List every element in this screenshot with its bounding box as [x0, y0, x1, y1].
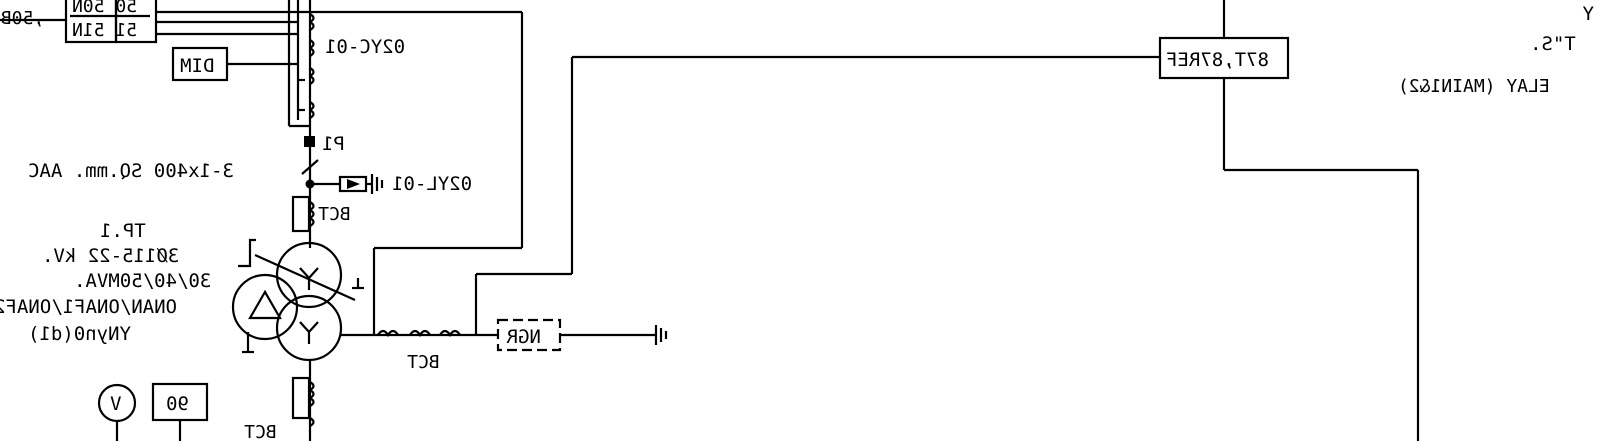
bct-box — [291, 376, 311, 420]
ct-coil — [309, 13, 315, 31]
cooling-label: ONAN/ONAF1/ONAF2 — [0, 296, 177, 318]
transformer-winding-lv — [275, 294, 343, 362]
bct-coil — [309, 381, 315, 427]
voltage-label: 3Ø115-22 kV. — [42, 245, 179, 267]
ozyl-label: 02YL-01 — [392, 173, 472, 195]
delta-symbol — [248, 289, 282, 320]
ct-coil — [309, 101, 315, 119]
arrester-triangle — [347, 179, 360, 189]
ref-relay-label: 87T,87REF — [1166, 49, 1269, 71]
box-90-label: 90 — [166, 393, 189, 415]
ngr-label: NGR — [506, 326, 541, 348]
switch-slash — [301, 159, 319, 175]
bct-top-label: BCT — [318, 204, 351, 225]
bct-coil — [309, 201, 315, 227]
relay-fraction-bottom: 51 51N — [72, 20, 137, 41]
transformer-winding-delta — [231, 273, 299, 341]
relay-box-50 — [114, 0, 158, 44]
mva-label: 30/40/50MVA. — [74, 270, 211, 292]
relay-50bf: ,50BF — [0, 8, 44, 29]
ct-coil — [309, 39, 315, 57]
legend-line-2: T"S. — [1530, 33, 1576, 55]
p1-node — [304, 136, 315, 147]
bct-mid-label: BCT — [407, 352, 440, 373]
legend-line-3: ELAY (MAIN1&2) — [1398, 76, 1550, 97]
tap-changer-arrow — [254, 253, 356, 302]
dim-label: DIM — [180, 55, 214, 77]
ct-coil — [309, 67, 315, 85]
bct-box — [291, 195, 311, 233]
bct-bottom-label: BCT — [244, 422, 277, 441]
bct-coil-neutral — [377, 329, 461, 338]
relay-fraction-top: 50 50N — [72, 0, 137, 17]
transformer-winding-hv — [275, 241, 343, 309]
vector-label: YNyn0(d1) — [28, 323, 131, 345]
p1-label: P1 — [322, 133, 345, 155]
junction-dot — [305, 179, 315, 189]
wye-symbol — [299, 321, 319, 344]
ozyc-label: 02YC-01 — [325, 36, 405, 58]
tap-bracket — [238, 238, 256, 268]
legend-line-1: Y — [1582, 3, 1594, 25]
cable-label: 3-1x400 SQ.mm. AAC — [28, 160, 234, 182]
v-meter-label: V — [110, 393, 121, 415]
tp1-label: TP.1 — [100, 220, 146, 242]
